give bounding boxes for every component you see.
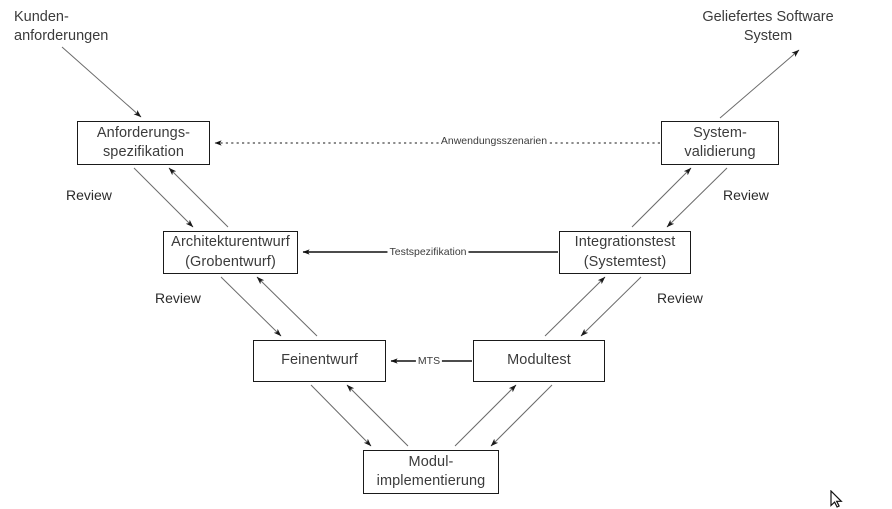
label-kundenanforderungen: Kunden- anforderungen — [14, 8, 108, 46]
label-line: Geliefertes Software — [702, 9, 834, 25]
edge-feinentwurf-to-architektur — [256, 276, 318, 337]
node-label-line: spezifikation — [102, 144, 185, 160]
edge-systemvalidierung-out — [719, 49, 800, 119]
node-label-line: implementierung — [376, 473, 486, 489]
node-label-line: Modul- — [408, 453, 454, 470]
label-geliefertes-software-system: Geliefertes Software System — [702, 8, 833, 46]
node-label-line: Anforderungs- — [96, 124, 191, 141]
node-feinentwurf[interactable]: Feinentwurf — [253, 340, 386, 382]
node-systemvalidierung[interactable]: System- validierung — [661, 121, 779, 165]
edge-modultest-to-modulimpl — [490, 384, 553, 447]
node-architekturentwurf[interactable]: Architekturentwurf (Grobentwurf) — [163, 231, 298, 274]
edge-modulimpl-to-modultest — [454, 384, 517, 447]
edge-label-anwendungsszenarien: Anwendungsszenarien — [438, 135, 550, 147]
node-label-line: System- — [693, 124, 747, 141]
mouse-cursor-icon — [830, 489, 843, 509]
node-label-line: Integrationstest — [574, 234, 676, 251]
edge-integrationstest-to-systemvalidierung — [631, 167, 692, 228]
edge-systemvalidierung-to-integrationstest — [666, 167, 728, 228]
label-review-left-upper: Review — [66, 187, 112, 203]
label-review-right-upper: Review — [723, 187, 769, 203]
edge-modultest-to-integrationstest — [544, 276, 606, 337]
edge-label-testspezifikation: Testspezifikation — [387, 246, 469, 258]
node-label-line: (Grobentwurf) — [185, 253, 276, 270]
edge-architektur-to-feinentwurf — [220, 276, 282, 337]
edge-label-mts: MTS — [415, 355, 443, 367]
node-label-line: Architekturentwurf — [171, 234, 290, 251]
edge-integrationstest-to-modultest — [580, 276, 642, 337]
node-modulimplementierung[interactable]: Modul- implementierung — [363, 450, 499, 494]
node-integrationstest[interactable]: Integrationstest (Systemtest) — [559, 231, 691, 274]
label-line: Kunden- — [14, 9, 69, 25]
node-label-line: Feinentwurf — [281, 352, 358, 369]
node-modultest[interactable]: Modultest — [473, 340, 605, 382]
label-review-right-lower: Review — [657, 290, 703, 306]
edge-kundenanforderungen-in — [61, 46, 142, 118]
label-line: anforderungen — [14, 28, 109, 45]
label-review-left-lower: Review — [155, 290, 201, 306]
node-label-line: (Systemtest) — [583, 253, 667, 270]
label-line: System — [743, 28, 793, 45]
edge-modulimpl-to-feinentwurf — [346, 384, 409, 447]
node-label-line: Modultest — [507, 352, 571, 369]
edge-anforderung-to-architektur — [133, 167, 194, 228]
node-label-line: validierung — [684, 144, 756, 160]
node-anforderungsspezifikation[interactable]: Anforderungs- spezifikation — [77, 121, 210, 165]
edge-architektur-to-anforderung — [168, 167, 229, 228]
edge-feinentwurf-to-modulimpl — [310, 384, 372, 447]
